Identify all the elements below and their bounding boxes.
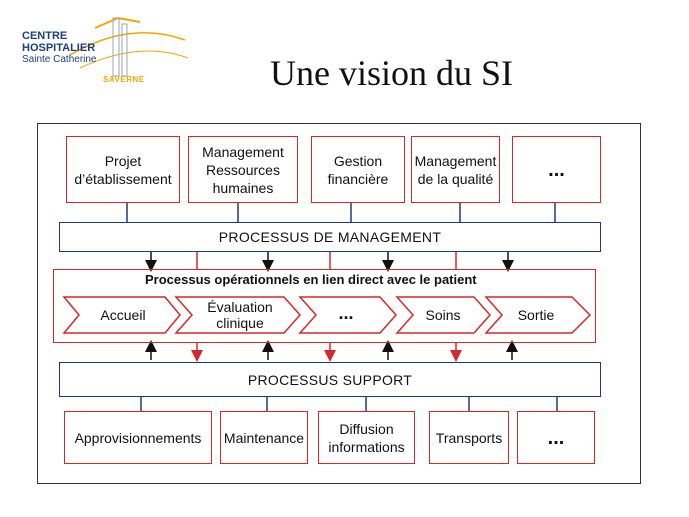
chevron-accueil xyxy=(62,296,181,334)
chevron-sortie xyxy=(484,296,592,334)
step-accueil-label: Accueil xyxy=(100,307,146,323)
diagram-frame xyxy=(37,123,641,484)
logo-graphic xyxy=(69,16,189,77)
operational-title: Processus opérationnels en lien direct a… xyxy=(145,272,477,287)
support-bar: PROCESSUS SUPPORT xyxy=(59,362,601,397)
chevron-soins xyxy=(395,296,492,334)
box-projet-etablissement: Projet d’établissement xyxy=(66,136,180,203)
box-gestion-financiere: Gestion financière xyxy=(311,136,405,203)
step-sortie-label: Sortie xyxy=(517,307,555,323)
box-bottom-ellipsis: ... xyxy=(517,411,595,464)
page-title: Une vision du SI xyxy=(270,53,513,93)
step-evaluation-label: Évaluation clinique xyxy=(207,299,273,331)
logo-line-1: CENTRE xyxy=(22,30,68,42)
chevron-ellipsis xyxy=(298,296,398,334)
box-management-qualite: Management de la qualité xyxy=(411,136,500,203)
box-transports: Transports xyxy=(429,411,509,464)
step-ellipsis-label: ... xyxy=(338,303,354,323)
logo-tag: SAVERNE xyxy=(103,75,145,84)
chevron-evaluation xyxy=(174,296,302,334)
box-top-ellipsis: ... xyxy=(512,136,601,203)
box-maintenance: Maintenance xyxy=(220,411,308,464)
box-approvisionnements: Approvisionnements xyxy=(64,411,212,464)
box-management-rh: Management Ressources humaines xyxy=(188,136,298,203)
hospital-logo xyxy=(10,10,190,90)
logo-text: CENTRE HOSPITALIER Sainte Catherine xyxy=(22,30,97,66)
logo-line-3: Sainte Catherine xyxy=(22,54,97,65)
step-soins-label: Soins xyxy=(425,307,461,323)
logo-line-2: HOSPITALIER xyxy=(22,42,96,54)
operational-frame xyxy=(53,269,596,343)
management-bar: PROCESSUS DE MANAGEMENT xyxy=(59,222,601,252)
box-diffusion-informations: Diffusion informations xyxy=(318,411,415,464)
